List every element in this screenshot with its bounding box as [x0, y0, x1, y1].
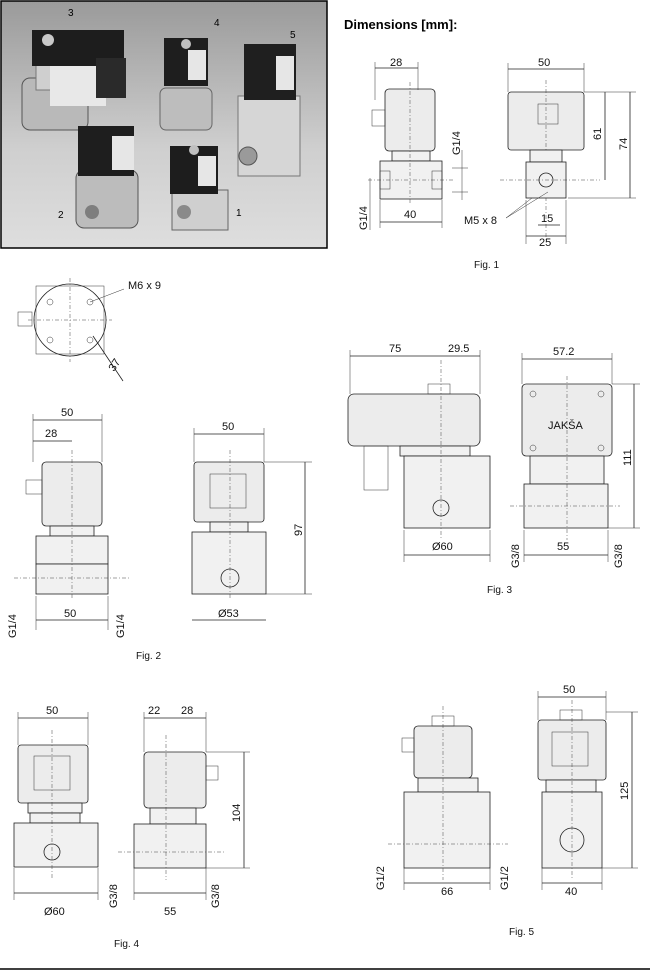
fig1-dim-width-50: 50: [538, 57, 550, 69]
fig5-dim-port-g12-left: G1/2: [375, 866, 387, 890]
fig5-dim-66: 66: [441, 886, 453, 898]
fig1-drawing: [368, 62, 636, 244]
fig1-dim-25: 25: [539, 237, 551, 249]
fig1-dim-port-g14: G1/4: [358, 206, 370, 230]
product-photo: 3 4 5 2 1: [0, 0, 328, 249]
valve-5-image: [237, 44, 301, 177]
fig3-dim-75: 75: [389, 343, 401, 355]
fig3-dim-diameter-60: Ø60: [432, 541, 453, 553]
valve-1-image: [170, 145, 229, 231]
valve-4-image: [159, 38, 213, 131]
fig1-dim-15: 15: [541, 213, 553, 225]
fig2-dim-front-50: 50: [222, 421, 234, 433]
fig2-dim-port-g14-right: G1/4: [115, 614, 127, 638]
fig2-dim-base-50: 50: [64, 608, 76, 620]
fig2-dim-port-g14-left: G1/4: [7, 614, 19, 638]
fig1-dim-width-40: 40: [404, 209, 416, 221]
fig2-dim-37: 37: [107, 357, 124, 374]
page-title: Dimensions [mm]:: [344, 17, 457, 32]
fig4-dim-50: 50: [46, 705, 58, 717]
fig3-brand-label: JAKŠA: [548, 419, 584, 432]
fig3-dim-57-2: 57.2: [553, 346, 574, 358]
fig3-dim-height-111: 111: [622, 449, 634, 466]
fig5-caption: Fig. 5: [509, 927, 534, 938]
fig2-dim-diameter-53: Ø53: [218, 608, 239, 620]
fig3-dim-29-5: 29.5: [448, 343, 469, 355]
fig4-dim-diameter-60: Ø60: [44, 906, 65, 918]
fig5-drawing: [388, 691, 638, 890]
fig1-dim-width-28: 28: [390, 57, 402, 69]
photo-label-4: 4: [214, 18, 220, 29]
fig4-caption: Fig. 4: [114, 939, 139, 950]
fig4-dim-28: 28: [181, 705, 193, 717]
fig3-dim-55: 55: [557, 541, 569, 553]
fig2-dim-thread-m6x9: M6 x 9: [128, 280, 161, 292]
fig2-drawing: [14, 278, 312, 630]
fig3-drawing: [347, 350, 640, 562]
fig4-dim-port-g38-right: G3/8: [210, 884, 222, 908]
fig2-dim-side-28: 28: [45, 428, 57, 440]
fig5-dim-port-g12-right: G1/2: [499, 866, 511, 890]
valve-3-image: [21, 30, 126, 131]
fig5-dim-height-125: 125: [619, 782, 631, 800]
fig5-dim-50: 50: [563, 684, 575, 696]
fig5-dim-40: 40: [565, 886, 577, 898]
fig3-caption: Fig. 3: [487, 585, 512, 596]
fig1-caption: Fig. 1: [474, 260, 499, 271]
fig4-dim-55: 55: [164, 906, 176, 918]
fig4-dim-height-104: 104: [231, 804, 243, 822]
fig4-dim-port-g38-left: G3/8: [108, 884, 120, 908]
fig1-dim-height-74: 74: [618, 138, 630, 150]
fig2-dim-side-50: 50: [61, 407, 73, 419]
fig4-drawing: [13, 712, 250, 900]
photo-label-3: 3: [68, 8, 74, 19]
photo-label-2: 2: [58, 210, 64, 221]
photo-label-5: 5: [290, 30, 296, 41]
photo-label-1: 1: [236, 208, 242, 219]
fig2-dim-height-97: 97: [293, 524, 305, 536]
fig4-dim-22: 22: [148, 705, 160, 717]
fig2-caption: Fig. 2: [136, 651, 161, 662]
fig3-dim-port-g38-right: G3/8: [613, 544, 625, 568]
fig3-dim-port-g38-left: G3/8: [510, 544, 522, 568]
fig1-dim-height-61: 61: [592, 128, 604, 140]
fig1-dim-thread-m5x8: M5 x 8: [464, 215, 497, 227]
fig1-dim-port-g14-side: G1/4: [451, 131, 463, 155]
valve-2-image: [75, 126, 139, 229]
